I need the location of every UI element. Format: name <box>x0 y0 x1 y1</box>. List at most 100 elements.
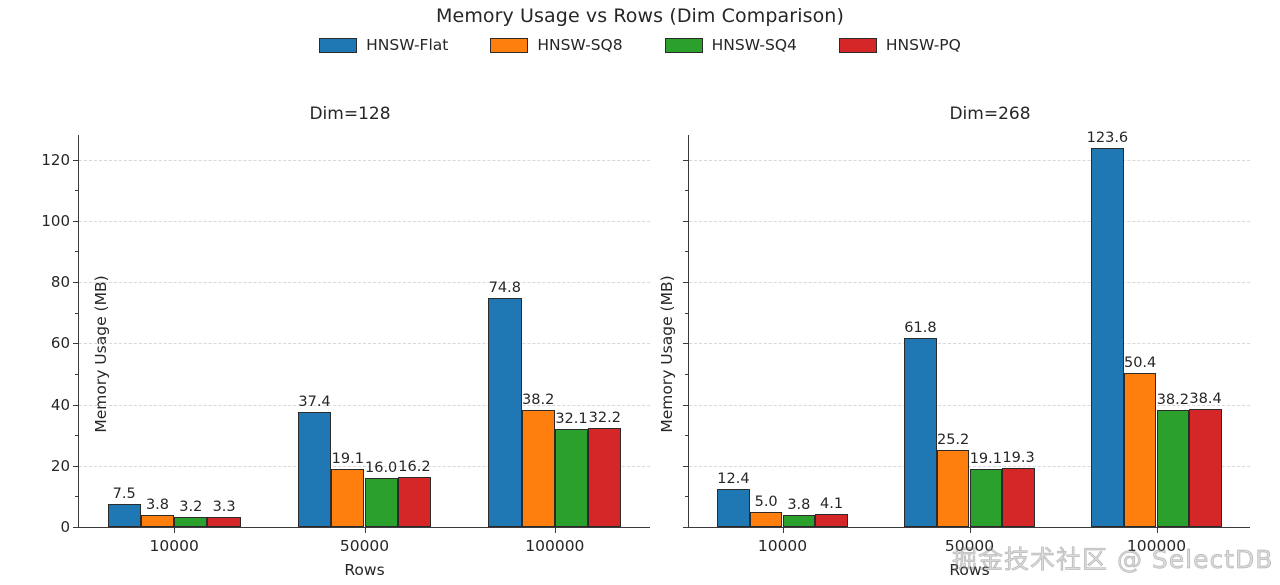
bar-value-label: 3.8 <box>787 497 811 514</box>
bar-value-label: 16.0 <box>364 460 398 476</box>
y-axis-minor-tick <box>685 190 689 192</box>
bar[interactable]: 74.8 <box>488 280 522 527</box>
y-axis-minor-tick <box>75 251 79 253</box>
y-axis-tick <box>683 282 689 283</box>
y-axis-minor-tick <box>685 373 689 375</box>
x-axis-tick-label: 50000 <box>339 537 390 555</box>
y-axis-tick <box>683 465 689 467</box>
gridline <box>79 159 650 161</box>
gridline <box>689 220 1250 222</box>
bar[interactable]: 5.0 <box>749 494 783 527</box>
bar-value-label: 61.8 <box>904 319 937 336</box>
y-axis-minor-tick <box>75 373 79 375</box>
gridline <box>689 465 1250 467</box>
bar-value-label: 37.4 <box>298 394 331 411</box>
legend-label: HNSW-PQ <box>885 36 961 54</box>
x-axis-label-right: Rows <box>949 561 990 579</box>
x-axis-tick-label: 100000 <box>1126 537 1187 555</box>
gridline <box>689 159 1250 161</box>
legend-item-hnsw-pq[interactable]: HNSW-PQ <box>838 36 961 54</box>
bar[interactable]: 32.2 <box>588 410 622 527</box>
y-axis-tick <box>73 527 79 528</box>
y-axis-tick <box>73 220 79 222</box>
bar-value-label: 3.2 <box>179 499 203 516</box>
bar-value-label: 4.1 <box>820 496 844 513</box>
x-axis-tick <box>364 527 366 533</box>
bar[interactable]: 19.1 <box>969 451 1003 527</box>
y-axis-minor-tick <box>685 312 689 314</box>
y-axis-tick <box>73 343 79 345</box>
y-axis-tick-label: 0 <box>60 518 70 536</box>
legend-label: HNSW-SQ8 <box>537 36 623 54</box>
legend-item-hnsw-sq4[interactable]: HNSW-SQ4 <box>664 36 797 54</box>
y-axis-minor-tick <box>75 435 79 437</box>
x-axis-tick <box>969 527 971 533</box>
legend-item-hnsw-sq8[interactable]: HNSW-SQ8 <box>490 36 623 54</box>
y-axis-label-right: Memory Usage (MB) <box>658 275 676 433</box>
bar[interactable]: 3.2 <box>174 499 208 527</box>
bar[interactable]: 38.2 <box>1156 392 1190 527</box>
y-axis-minor-tick <box>75 312 79 314</box>
legend-swatch-icon <box>664 37 703 53</box>
y-axis-tick <box>683 220 689 222</box>
y-axis-tick <box>73 465 79 467</box>
bar-value-label: 12.4 <box>717 471 750 488</box>
bar[interactable]: 50.4 <box>1123 355 1157 527</box>
bar[interactable]: 3.8 <box>140 497 175 527</box>
bar[interactable]: 123.6 <box>1087 130 1128 527</box>
bar[interactable]: 32.1 <box>554 411 589 527</box>
bar-value-label: 38.2 <box>1156 392 1190 409</box>
subplot-title-left: Dim=128 <box>309 104 391 124</box>
bar[interactable]: 38.4 <box>1189 391 1222 527</box>
y-axis-tick-label: 100 <box>41 211 70 230</box>
bar-value-label: 38.2 <box>522 392 555 409</box>
bar[interactable]: 3.3 <box>207 499 241 527</box>
y-axis-tick <box>683 404 689 406</box>
bar[interactable]: 16.0 <box>364 460 398 527</box>
gridline <box>689 404 1250 406</box>
y-axis-tick <box>73 282 79 283</box>
bar[interactable]: 38.2 <box>521 392 555 527</box>
bar[interactable]: 61.8 <box>904 320 937 527</box>
bar-value-label: 123.6 <box>1086 130 1129 147</box>
y-axis-tick <box>73 404 79 406</box>
gridline <box>79 282 650 283</box>
y-axis-minor-tick <box>685 496 689 498</box>
bar-value-label: 32.2 <box>588 410 621 427</box>
y-axis-minor-tick <box>75 496 79 498</box>
gridline <box>79 404 650 406</box>
bar[interactable]: 25.2 <box>936 432 970 527</box>
y-axis-tick <box>73 159 79 161</box>
y-axis-label-left: Memory Usage (MB) <box>92 275 110 433</box>
x-axis-tick-label: 10000 <box>757 537 808 555</box>
bar[interactable]: 7.5 <box>107 486 141 527</box>
bar[interactable]: 37.4 <box>297 394 332 527</box>
bar-value-label: 25.2 <box>936 431 970 448</box>
bar[interactable]: 19.1 <box>331 451 365 527</box>
y-axis-minor-tick <box>685 435 689 437</box>
bar[interactable]: 3.8 <box>782 497 816 527</box>
bar-value-label: 32.1 <box>555 410 588 427</box>
x-axis-label-left: Rows <box>344 561 385 579</box>
legend-label: HNSW-SQ4 <box>711 36 797 54</box>
gridline <box>79 220 650 222</box>
bar[interactable]: 12.4 <box>717 471 750 527</box>
y-axis-tick <box>683 527 689 528</box>
x-axis-tick-label: 10000 <box>149 537 199 555</box>
y-axis-tick <box>683 159 689 161</box>
bar[interactable]: 19.3 <box>1002 450 1035 527</box>
gridline <box>79 343 650 345</box>
bar-value-label: 3.3 <box>212 498 236 515</box>
y-axis-tick <box>683 343 689 345</box>
bar-value-label: 5.0 <box>754 493 778 510</box>
x-axis-tick <box>782 527 784 533</box>
bar[interactable]: 16.2 <box>397 459 432 527</box>
x-axis-tick-label: 50000 <box>944 537 995 555</box>
bar[interactable]: 4.1 <box>815 496 848 527</box>
bar-value-label: 19.3 <box>1002 449 1035 466</box>
bar-value-label: 3.8 <box>145 497 170 514</box>
y-axis-tick-label: 40 <box>50 395 70 414</box>
legend-item-hnsw-flat[interactable]: HNSW-Flat <box>319 36 448 54</box>
legend-swatch-icon <box>490 37 529 53</box>
